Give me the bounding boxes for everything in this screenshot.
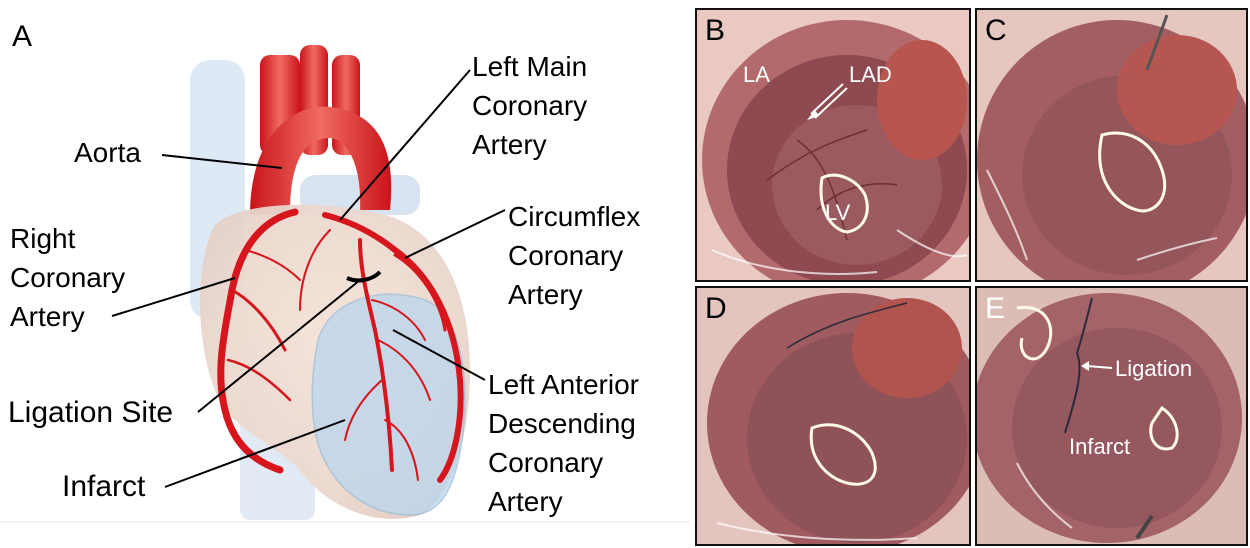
annotation-lv: LV [825,200,850,226]
panel-letter-b: B [705,14,725,48]
surgical-photo-e [977,288,1248,546]
annotation-infarct: Infarct [1069,434,1130,460]
label-aorta: Aorta [74,136,141,169]
surgical-photo-b [697,10,971,282]
surgical-photo-c [977,10,1248,282]
panel-e-photo: E Ligation Infarct [975,286,1248,546]
label-ligation-site: Ligation Site [8,396,173,429]
panel-letter-c: C [985,14,1007,48]
panel-letter-d: D [705,292,727,326]
panel-a: A Aorta Left Main Coronary Artery Right … [0,0,690,548]
panel-d-photo: D [695,286,971,546]
panel-c-photo: C [975,8,1248,282]
panel-letter-e: E [985,292,1005,326]
panel-b-photo: B LA LAD LV [695,8,971,282]
label-infarct: Infarct [62,470,145,503]
annotation-lad: LAD [849,62,892,88]
surgical-photo-d [697,288,971,546]
annotation-la: LA [743,62,770,88]
panel-letter-a: A [12,20,32,53]
annotation-ligation: Ligation [1115,356,1192,382]
